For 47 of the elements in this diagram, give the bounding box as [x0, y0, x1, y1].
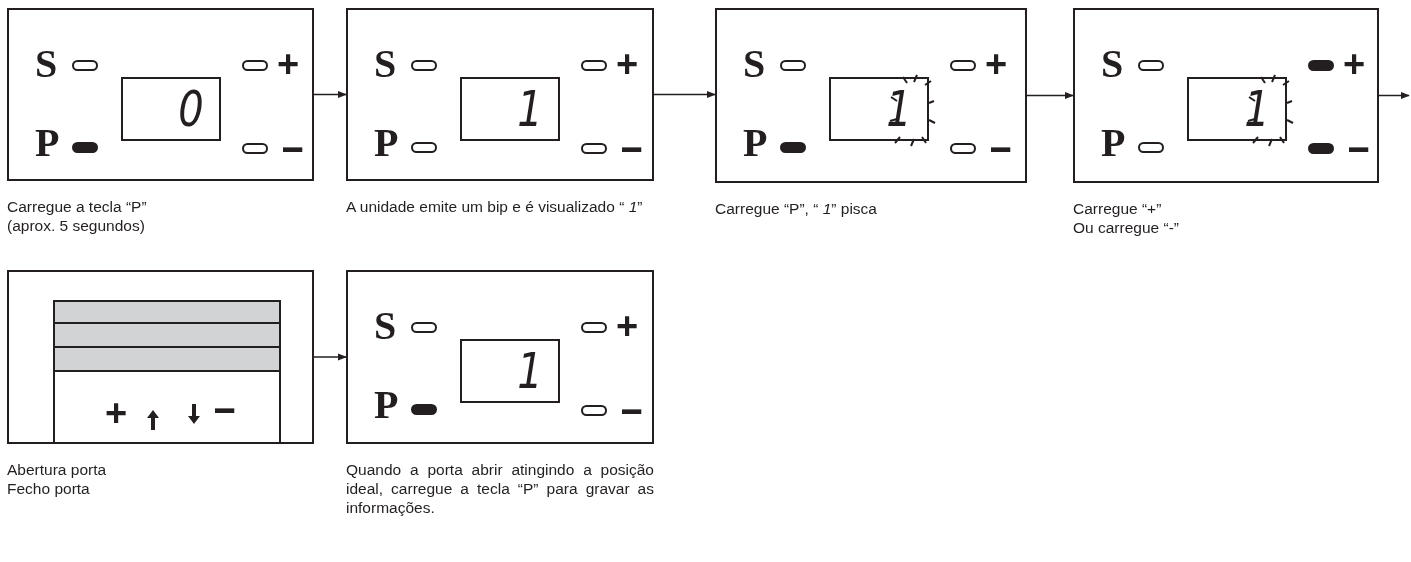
control-panel	[7, 8, 314, 181]
caption-text: Quando a porta abrir atingindo a posição ideal, carregue a tecla “P” para gravar as informações.	[346, 460, 654, 517]
display-digit: 1	[517, 345, 543, 397]
caption-text: Carregue “+”	[1073, 199, 1163, 218]
button-letter: P	[35, 123, 60, 163]
arrow	[653, 90, 716, 99]
arrow	[1026, 91, 1074, 100]
button-letter: S	[1101, 44, 1124, 84]
caption-text: A unidade emite um bip e é visualizado “ 1”	[346, 197, 644, 216]
arrow	[313, 90, 347, 99]
caption-text: Abertura porta	[7, 460, 108, 479]
button-sign: +	[616, 45, 639, 83]
button-sign: -	[619, 128, 645, 166]
button-letter: P	[743, 123, 768, 163]
caption-text: (aprox. 5 segundos)	[7, 216, 146, 235]
button-sign: -	[988, 128, 1014, 166]
close-sign: -	[212, 389, 238, 427]
caption-text: Ou carregue “-”	[1073, 218, 1180, 237]
button-sign: +	[985, 45, 1008, 83]
display-digit: 1	[1244, 83, 1270, 135]
button-letter: P	[374, 385, 399, 425]
button-sign: +	[616, 307, 639, 345]
button-letter: S	[374, 306, 397, 346]
door-panel	[7, 270, 314, 444]
arrow	[313, 353, 347, 361]
button-sign: -	[280, 128, 306, 166]
control-panel	[1073, 8, 1379, 183]
display-digit: 0	[178, 83, 204, 135]
button-sign: +	[277, 45, 300, 83]
button-sign: -	[619, 390, 645, 428]
control-panel	[715, 8, 1027, 183]
button-letter: S	[374, 44, 397, 84]
button-letter: P	[374, 123, 399, 163]
arrow	[1378, 91, 1410, 100]
caption-text: Carregue “P”, “ 1” pisca	[715, 199, 878, 218]
display-digit: 1	[517, 83, 543, 135]
display-digit: 1	[886, 83, 912, 135]
open-sign: +	[105, 394, 128, 432]
button-sign: -	[1346, 128, 1372, 166]
button-letter: S	[743, 44, 766, 84]
button-letter: S	[35, 44, 58, 84]
button-letter: P	[1101, 123, 1126, 163]
caption-text: Carregue a tecla “P”	[7, 197, 148, 216]
caption-text: Fecho porta	[7, 479, 91, 498]
control-panel	[346, 270, 654, 444]
control-panel	[346, 8, 654, 181]
button-sign: +	[1343, 45, 1366, 83]
